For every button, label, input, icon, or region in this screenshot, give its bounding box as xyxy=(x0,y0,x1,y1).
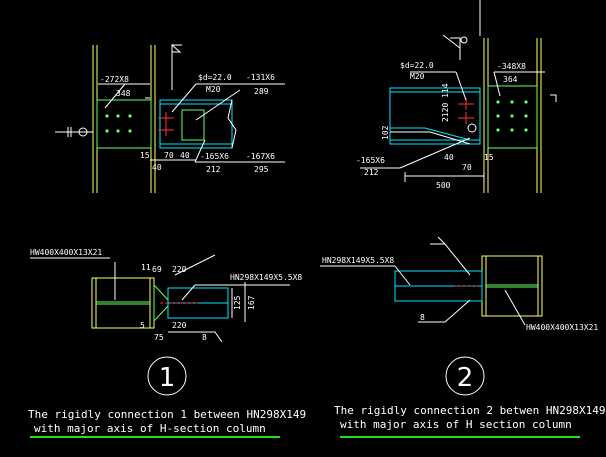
beam-web xyxy=(389,87,481,145)
weld-flag-icon xyxy=(442,34,461,49)
label-stiff2: -167X6 xyxy=(246,152,275,161)
column-section xyxy=(481,255,543,317)
detail2-caption-line1: The rigidly connection 2 betwen HN298X14… xyxy=(334,404,606,417)
leader-line xyxy=(455,71,467,101)
detail1-caption-line1: The rigidly connection 1 between HN298X1… xyxy=(28,408,306,421)
label-plate: -348X8 xyxy=(497,62,526,71)
label-d40: 40 xyxy=(444,153,454,162)
label-d500: 500 xyxy=(436,181,451,190)
axis-circle xyxy=(78,127,88,137)
detail-marker-number: 2 xyxy=(457,363,474,393)
leader-line xyxy=(174,254,216,276)
label-d70: 70 xyxy=(164,151,174,160)
label-d15: 15 xyxy=(484,153,494,162)
haunch-line xyxy=(390,127,471,141)
label-d2120: 2120 114 xyxy=(441,83,450,122)
label-d40b: 40 xyxy=(180,151,190,160)
label-d8: 8 xyxy=(420,313,425,322)
plate-bolt-group xyxy=(105,114,132,133)
label-d167: 167 xyxy=(247,295,256,310)
detail2-elev-labels: $d=22.0 M20 -348X8 364 -165X6 212 102 21… xyxy=(356,61,526,190)
leader-line xyxy=(399,137,471,169)
label-web-plate-w: 289 xyxy=(254,87,269,96)
label-stiff: -165X6 xyxy=(356,156,385,165)
leader-line xyxy=(104,83,126,109)
label-stiff1: -165X6 xyxy=(200,152,229,161)
detail1-caption-line2: with major axis of H-section column xyxy=(34,422,266,435)
label-gap: 15 xyxy=(140,151,150,160)
weld-symbol xyxy=(430,243,471,276)
label-stiff1-w: 212 xyxy=(206,165,221,174)
leader-line xyxy=(418,299,471,323)
label-d102: 102 xyxy=(381,125,390,140)
detail-marker-circle xyxy=(445,356,485,396)
shear-plate xyxy=(181,109,205,141)
label-plate-top-w: 348 xyxy=(116,89,131,98)
label-d70: 70 xyxy=(462,163,472,172)
beam-bolts xyxy=(458,98,474,124)
weld-symbol-small xyxy=(550,94,557,102)
end-plate xyxy=(96,99,152,149)
leader-line xyxy=(194,139,206,163)
detail-marker-number: 1 xyxy=(159,363,176,393)
detail2-marker: 2 xyxy=(445,356,485,396)
label-bolt-spec: $d=22.0 xyxy=(400,61,434,70)
weld-circle-icon xyxy=(460,36,468,44)
weld-symbol xyxy=(450,37,461,60)
leader-line xyxy=(181,284,196,301)
label-bolt-grade: M20 xyxy=(206,85,221,94)
weld-flag-icon xyxy=(437,236,446,245)
detail1-marker: 1 xyxy=(147,356,187,396)
label-d69: 69 xyxy=(152,265,162,274)
beam-web xyxy=(159,99,233,149)
leader-line xyxy=(493,71,501,97)
detail1-plan-labels: HW400X400X13X21 HN298X149X5.5X8 11 69 22… xyxy=(30,248,302,342)
end-plate xyxy=(487,85,538,149)
label-d5: 5 xyxy=(140,321,145,330)
label-d8: 8 xyxy=(202,333,207,342)
axis-circle xyxy=(467,123,477,133)
label-bolt-grade: M20 xyxy=(410,72,425,81)
detail-marker-circle xyxy=(147,356,187,396)
label-beam: HN298X149X5.5X8 xyxy=(230,273,302,282)
detail2-elevation xyxy=(360,0,557,193)
leader-line xyxy=(168,331,223,343)
detail2-plan xyxy=(320,236,543,326)
break-line xyxy=(227,99,237,149)
detail2-caption-line2: with major axis of H section column xyxy=(340,418,572,431)
haunch-line xyxy=(390,131,471,145)
label-web-plate: -131X6 xyxy=(246,73,275,82)
detail2-plan-labels: HN298X149X5.5X8 HW400X400X13X21 8 xyxy=(322,256,598,332)
label-stiff2-w: 295 xyxy=(254,165,269,174)
leader-line xyxy=(171,83,197,113)
leader-line xyxy=(504,289,526,326)
label-plate-top: -272X8 xyxy=(100,75,129,84)
detail1-plan xyxy=(30,254,290,343)
label-d75: 75 xyxy=(154,333,164,342)
leader-line xyxy=(195,89,241,121)
label-d40a: 40 xyxy=(152,163,162,172)
plate-bolt-group xyxy=(496,100,528,132)
detail1-elev-labels: -272X8 348 $d=22.0 M20 -131X6 289 -165X6… xyxy=(100,73,275,174)
label-plate-w: 364 xyxy=(503,75,518,84)
label-d125: 125 xyxy=(233,295,242,310)
label-d220b: 220 xyxy=(172,321,187,330)
weld-flag-icon xyxy=(171,43,182,53)
label-beam: HN298X149X5.5X8 xyxy=(322,256,394,265)
label-d220a: 220 xyxy=(172,265,187,274)
label-column: HW400X400X13X21 xyxy=(526,323,598,332)
label-column: HW400X400X13X21 xyxy=(30,248,102,257)
label-d11: 11 xyxy=(141,263,151,272)
leader-line xyxy=(394,265,411,286)
label-bolt-spec: $d=22.0 xyxy=(198,73,232,82)
beam-bolts xyxy=(158,112,174,136)
label-stiff-w: 212 xyxy=(364,168,379,177)
detail1-elevation xyxy=(55,43,285,193)
